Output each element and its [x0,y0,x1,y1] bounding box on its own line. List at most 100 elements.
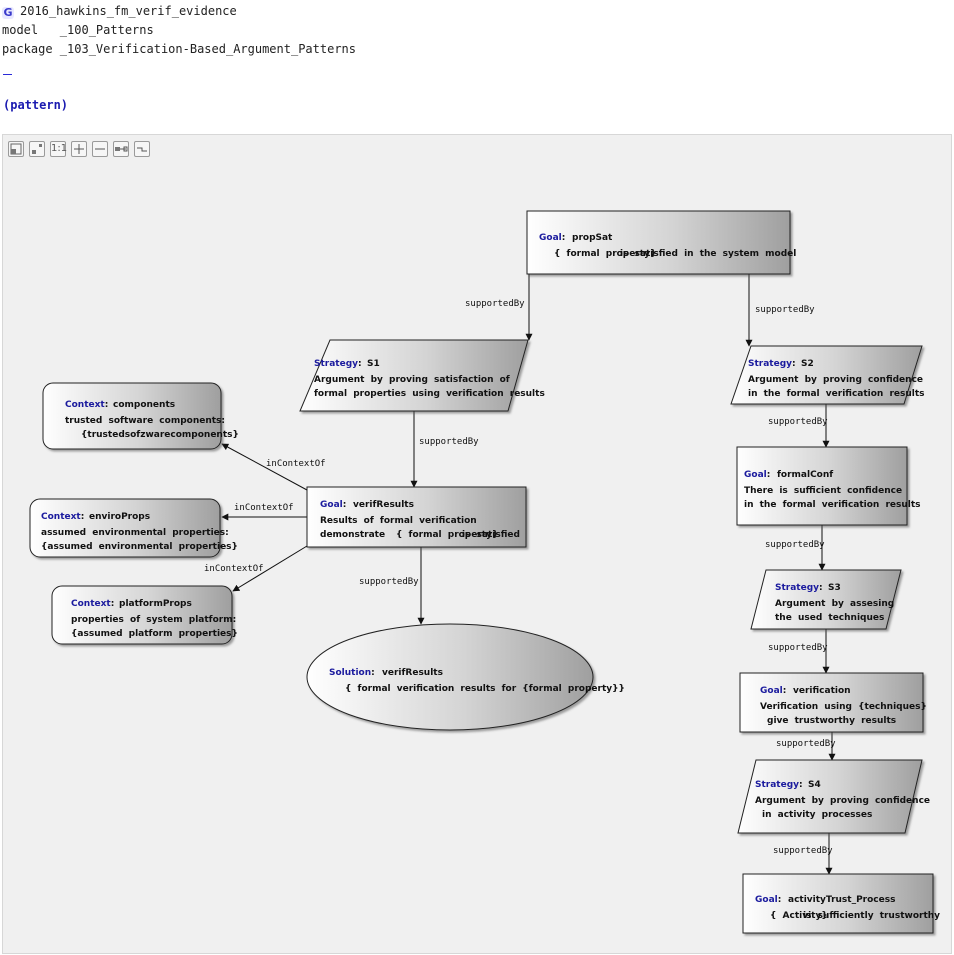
strategy-keyword: Strategy [775,583,819,593]
edge-verifresults-enviroprops[interactable]: inContextOf [221,503,307,521]
node-text: in the formal verification results [748,389,925,399]
context-enviroprops-node[interactable]: Context: enviroProps assumed environment… [29,498,238,558]
goal-keyword: Goal [320,500,343,510]
context-components-node[interactable]: Context: components trusted software com… [42,382,239,450]
svg-text:Goal:: Goal: [760,686,786,696]
actual-size-icon[interactable]: 1:1 [50,141,67,157]
zoom-out-icon[interactable] [92,141,108,157]
node-name: components [113,400,175,410]
strategy-keyword: Strategy [314,359,358,369]
fit-selection-icon[interactable] [29,141,45,157]
node-name: verifResults [382,668,443,678]
node-name: S4 [808,780,821,790]
node-text: Argument by proving confidence [755,796,930,806]
edge-label: inContextOf [266,459,326,469]
edge-s2-formalconf[interactable]: supportedBy [768,404,830,448]
node-text: assumed environmental properties: [41,528,229,538]
edge-label: supportedBy [768,417,828,427]
node-name: verification [793,686,851,696]
goal-keyword: Goal [744,470,767,480]
svg-text:Goal:: Goal: [755,895,781,905]
edge-propsat-s2[interactable]: supportedBy [745,274,815,347]
node-text: { formal property} [396,530,498,540]
solution-verifresults-node[interactable]: Solution: verifResults { formal verifica… [306,623,625,731]
edge-label: supportedBy [773,846,833,856]
strategy-s3-node[interactable]: Strategy: S3 Argument by assesing the us… [750,569,902,630]
svg-text:Context:: Context: [41,512,84,522]
goal-verification-node[interactable]: Goal: verification Verification using {t… [739,672,927,733]
zoom-in-icon[interactable] [71,141,87,157]
context-keyword: Context [65,400,105,410]
node-name: platformProps [119,599,192,609]
context-platformprops-node[interactable]: Context: platformProps properties of sys… [51,585,238,645]
node-name: activityTrust_Process [788,895,895,905]
node-text: { Activity} [770,911,828,921]
edge-s1-verifresults[interactable]: supportedBy [410,411,479,488]
pattern-keyword: (pattern) [3,98,69,112]
edge-verification-s4[interactable]: supportedBy [776,732,836,761]
svg-text:Goal:: Goal: [539,233,565,243]
edge-propsat-s1[interactable]: supportedBy [465,274,533,341]
svg-text:Goal:: Goal: [744,470,770,480]
node-text: Verification using {techniques} [760,702,927,712]
node-name: verifResults [353,500,414,510]
edge-label: supportedBy [755,305,815,315]
strategy-keyword: Strategy [755,780,799,790]
node-text: { formal verification results for {forma… [345,684,625,694]
svg-text:Strategy:: Strategy: [748,359,796,369]
node-name: propSat [572,233,613,243]
node-name: S1 [367,359,380,369]
context-keyword: Context [71,599,111,609]
edge-s3-verification[interactable]: supportedBy [768,629,830,674]
node-text: is sufficiently trustworthy [803,911,940,921]
svg-text:Context:: Context: [71,599,114,609]
node-text: is satisfied [462,530,520,540]
edge-label: supportedBy [419,437,479,447]
edge-style-icon[interactable] [134,141,150,157]
svg-text:Solution:: Solution: [329,668,375,678]
goal-propsat-node[interactable]: Goal: propSat { formal property} is sati… [526,210,796,275]
node-text: Argument by proving confidence [748,375,923,385]
edge-s4-activitytrust[interactable]: supportedBy [773,833,833,875]
edge-label: supportedBy [768,643,828,653]
node-text: give trustworthy results [767,716,896,726]
file-type-icon: G [2,6,14,19]
goal-activitytrust-node[interactable]: Goal: activityTrust_Process { Activity} … [742,873,940,934]
node-text: is satisfied in the system model [620,249,796,259]
node-text: in activity processes [762,810,872,820]
svg-text:Goal:: Goal: [320,500,346,510]
solution-keyword: Solution [329,668,371,678]
strategy-s1-node[interactable]: Strategy: S1 Argument by proving satisfa… [299,339,545,412]
svg-text:Strategy:: Strategy: [775,583,823,593]
edge-verifresults-platformprops[interactable]: inContextOf [204,545,308,592]
edge-label: supportedBy [465,299,525,309]
node-text: Results of formal verification [320,516,477,526]
node-text: the used techniques [775,613,884,623]
node-text: {trustedsofzwarecomponents} [81,430,239,440]
svg-text:Strategy:: Strategy: [314,359,362,369]
node-name: enviroProps [89,512,150,522]
edge-label: inContextOf [234,503,294,513]
context-keyword: Context [41,512,81,522]
goal-keyword: Goal [539,233,562,243]
text-cursor [3,74,12,75]
edge-label: supportedBy [776,739,836,749]
layout-icon[interactable] [113,141,129,157]
node-text: Argument by assesing [775,599,894,609]
svg-text:Strategy:: Strategy: [755,780,803,790]
strategy-s4-node[interactable]: Strategy: S4 Argument by proving confide… [737,759,930,834]
edge-verifresults-components[interactable]: inContextOf [221,443,326,491]
model-line: model _100_Patterns [2,23,154,37]
edge-verifresults-solution[interactable]: supportedBy [359,547,425,625]
edge-formalconf-s3[interactable]: supportedBy [765,525,826,571]
node-name: S2 [801,359,814,369]
strategy-keyword: Strategy [748,359,792,369]
fit-window-icon[interactable] [8,141,24,157]
goal-formalconf-node[interactable]: Goal: formalConf There is sufficient con… [736,446,921,526]
goal-verifresults-node[interactable]: Goal: verifResults Results of formal ver… [306,486,527,548]
strategy-s2-node[interactable]: Strategy: S2 Argument by proving confide… [730,345,925,405]
node-text: {assumed environmental properties} [41,542,238,552]
edge-label: supportedBy [359,577,419,587]
node-text: trusted software components: [65,416,225,426]
